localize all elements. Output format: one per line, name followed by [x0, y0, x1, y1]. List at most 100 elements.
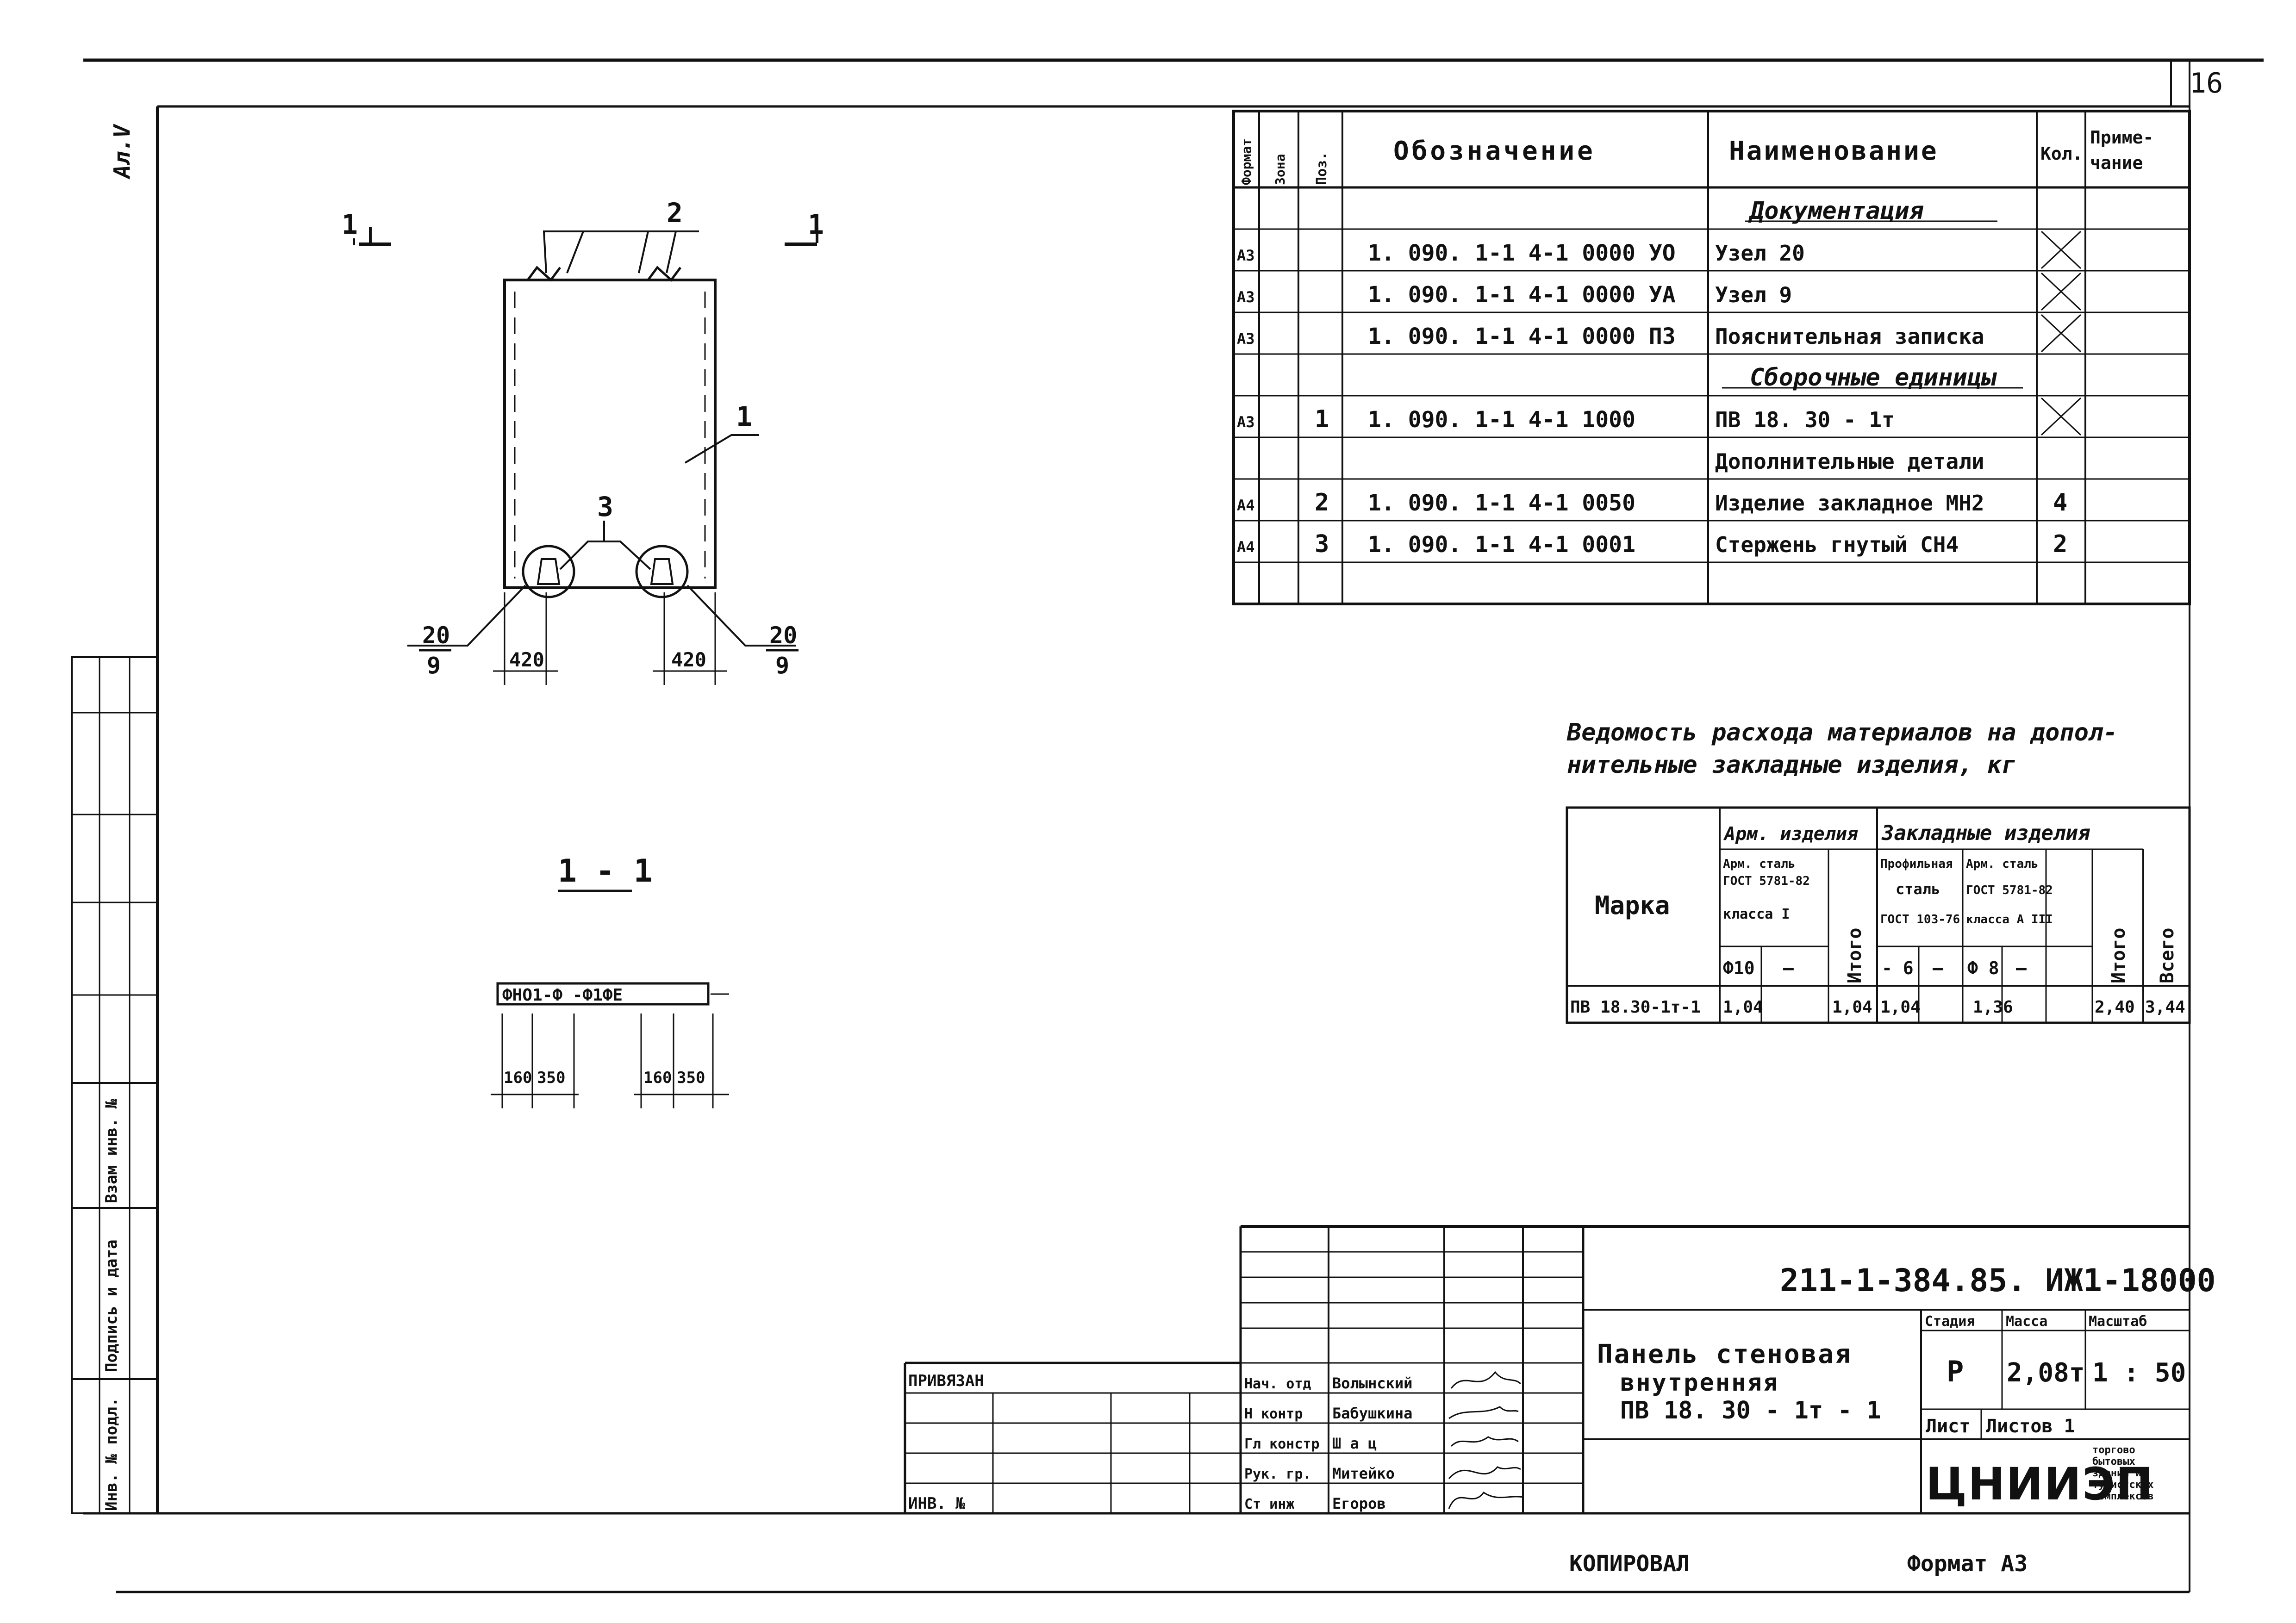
section-title: 1 - 1: [558, 853, 653, 889]
spec-row-pos: 2: [1315, 489, 1329, 516]
section-mark-left: 1: [342, 209, 358, 240]
stamp-org-line-3: зданий и: [2092, 1468, 2141, 1479]
stamp-org-line-5: комплексов: [2092, 1491, 2153, 1502]
section-dim-4: 350: [677, 1069, 705, 1087]
spec-row-format: А3: [1237, 413, 1255, 431]
spec-row-designation: 1. 090. 1-1 4-1 0000 УА: [1368, 282, 1676, 308]
materials-header-arm-items: Арм. изделия: [1723, 823, 1858, 845]
spec-row-designation: 1. 090. 1-1 4-1 0050: [1368, 490, 1635, 516]
spec-row-designation: 1. 090. 1-1 4-1 1000: [1368, 407, 1635, 433]
stamp-title-1: Панель стеновая: [1597, 1339, 1852, 1369]
materials-row-total-emb: 2,40: [2095, 998, 2135, 1017]
side-label-inv: Инв. № подл.: [102, 1397, 121, 1511]
stamp-org-line-2: бытовых: [2092, 1456, 2135, 1468]
spec-row-name: Узел 20: [1715, 241, 1805, 266]
materials-header-embedded: Закладные изделия: [1881, 821, 2090, 845]
spec-header-note-1: Приме-: [2090, 127, 2153, 148]
materials-row-grand: 3,44: [2145, 998, 2185, 1017]
section-dim-2: 350: [537, 1069, 565, 1087]
section-strip: ФНО1-Ф -Ф1ФЕ: [502, 986, 623, 1005]
spec-row-qty: 2: [2053, 530, 2067, 558]
album-mark: Ал.V: [109, 123, 135, 180]
spec-row-pos: 1: [1315, 405, 1329, 433]
materials-arm2-2: ГОСТ 5781-82: [1966, 883, 2053, 897]
spec-row-format: А4: [1237, 538, 1255, 556]
materials-row-m6: 1,04: [1880, 998, 1921, 1017]
sheet-number: 16: [2190, 67, 2223, 99]
spec-row-name: ПВ 18. 30 - 1т: [1715, 407, 1895, 432]
stamp-header-stage: Стадия: [1925, 1313, 1975, 1330]
copied-label: КОПИРОВАЛ: [1569, 1551, 1690, 1577]
stamp-header-scale: Масштаб: [2089, 1313, 2147, 1330]
materials-grand-total: Всего: [2157, 928, 2178, 983]
stamp-role-name: Бабушкина: [1332, 1405, 1412, 1422]
materials-arm-steel-1: Арм. сталь: [1723, 857, 1796, 871]
stamp-role-title: Гл констр: [1244, 1436, 1320, 1452]
section-mark-right: 1: [808, 209, 824, 240]
materials-arm-steel-3: класса I: [1723, 906, 1790, 922]
spec-row-designation: 1. 090. 1-1 4-1 0000 УО: [1368, 240, 1676, 266]
stamp-title-2: внутренняя: [1620, 1369, 1779, 1397]
materials-profile-2: сталь: [1896, 880, 1940, 898]
section-dim-3: 160: [643, 1069, 672, 1087]
stamp-role-title: Нач. отд: [1244, 1376, 1311, 1392]
materials-arm2-3: класса А III: [1966, 913, 2053, 927]
section-dim-1: 160: [504, 1069, 532, 1087]
materials-title-2: нительные закладные изделия, кг: [1567, 751, 2016, 779]
stamp-role-title: Ст инж: [1244, 1496, 1294, 1512]
stamp-org-name: ЦНИИЭП: [1926, 1458, 2154, 1510]
stamp-mass: 2,08т: [2007, 1358, 2085, 1388]
materials-row-d10: 1,04: [1723, 998, 1763, 1017]
stamp-org-line-1: торгово: [2092, 1444, 2135, 1456]
spec-header-format: Формат: [1239, 138, 1254, 185]
spec-row-designation: 1. 090. 1-1 4-1 0000 ПЗ: [1368, 323, 1676, 349]
materials-profile-1: Профильная: [1880, 857, 1953, 871]
materials-title-1: Ведомость расхода материалов на допол-: [1566, 719, 2118, 746]
materials-sub-dash-3: —: [2016, 958, 2027, 978]
side-label-sign: Подпись и дата: [102, 1239, 121, 1372]
spec-row-format: А3: [1237, 330, 1255, 348]
spec-row-name: Изделие закладное МН2: [1715, 491, 1984, 516]
node-left-den: 9: [427, 652, 441, 679]
stamp-role-name: Егоров: [1332, 1495, 1386, 1512]
stamp-scale: 1 : 50: [2092, 1358, 2186, 1388]
materials-sub-dash-1: —: [1783, 958, 1794, 978]
spec-row-format: А3: [1237, 247, 1255, 264]
dimension-right: 420: [671, 648, 706, 671]
node-right-num: 20: [769, 622, 797, 649]
materials-sub-m6: - 6: [1882, 958, 1914, 978]
stamp-sheets-label: Листов 1: [1986, 1416, 2075, 1437]
materials-header-mark: Марка: [1595, 891, 1670, 920]
node-left-num: 20: [422, 622, 450, 649]
stamp-header-mass: Масса: [2006, 1313, 2047, 1330]
callout-panel: 1: [736, 401, 752, 432]
stamp-role-title: Рук. гр.: [1244, 1466, 1311, 1482]
stamp-org-line-4: туристских: [2092, 1479, 2153, 1491]
stamp-title-3: ПВ 18. 30 - 1т - 1: [1620, 1397, 1881, 1424]
materials-total-emb: Итого: [2108, 928, 2129, 983]
materials-arm-steel-2: ГОСТ 5781-82: [1723, 874, 1810, 888]
spec-row-format: А4: [1237, 497, 1255, 514]
spec-header-name: Наименование: [1729, 136, 1939, 166]
spec-header-qty: Кол.: [2040, 143, 2083, 164]
side-label-vzam: Взам инв. №: [102, 1099, 121, 1203]
spec-row-name: Узел 9: [1715, 282, 1792, 307]
stamp-role-name: Митейко: [1332, 1465, 1395, 1482]
materials-row-total-arm: 1,04: [1832, 998, 1872, 1017]
materials-sub-dash-2: —: [1933, 958, 1943, 978]
materials-row-mark: ПВ 18.30-1т-1: [1570, 998, 1701, 1017]
spec-row-name: Документация: [1748, 197, 1924, 225]
materials-profile-3: ГОСТ 103-76: [1880, 913, 1960, 927]
node-right-den: 9: [775, 652, 789, 679]
spec-header-pos: Поз.: [1314, 152, 1330, 185]
spec-row-format: А3: [1237, 288, 1255, 306]
spec-header-designation: Обозначение: [1393, 136, 1596, 166]
materials-row-d8: 1,36: [1973, 998, 2013, 1017]
spec-row-qty: 4: [2053, 489, 2067, 516]
stamp-role-title: Н контр: [1244, 1406, 1303, 1422]
stamp-inv-no: ИНВ. №: [908, 1494, 965, 1513]
spec-row-name: Стержень гнутый СН4: [1715, 532, 1959, 557]
